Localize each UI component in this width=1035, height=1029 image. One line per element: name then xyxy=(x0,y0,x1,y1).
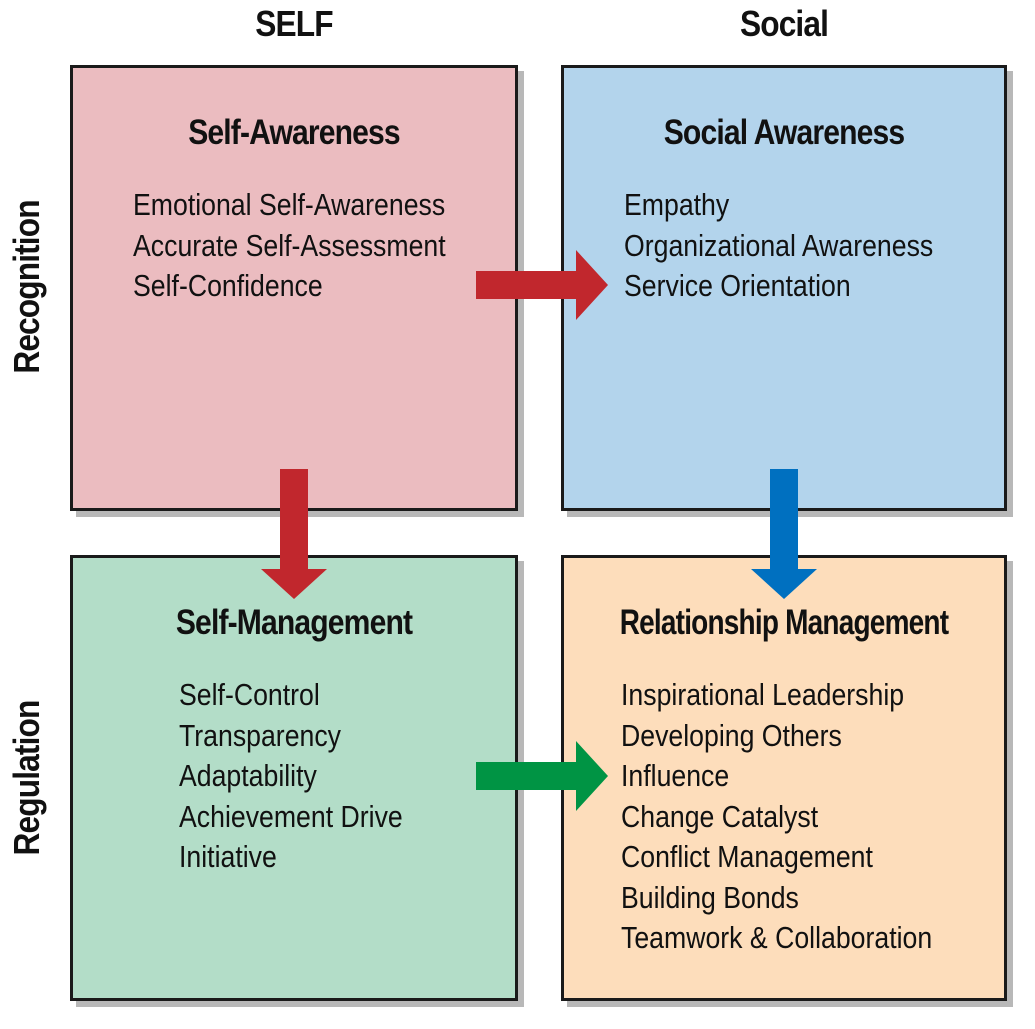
list-item: Organizational Awareness xyxy=(624,227,934,263)
quadrant-relationship-management: Relationship Management Inspirational Le… xyxy=(561,555,1007,1001)
list-item: Self-Control xyxy=(179,677,320,712)
list-item: Change Catalyst xyxy=(621,798,819,834)
competency-list: Inspirational Leadership Developing Othe… xyxy=(621,675,932,959)
list-item: Conflict Management xyxy=(621,839,873,874)
quadrant-self-management: Self-Management Self-Control Transparenc… xyxy=(70,555,518,1001)
list-item: Achievement Drive xyxy=(179,798,403,834)
quadrant-title: Self-Awareness xyxy=(188,113,400,152)
list-item: Teamwork & Collaboration xyxy=(621,920,933,955)
arrow-right-red-icon xyxy=(476,250,608,320)
quadrant-title: Self-Management xyxy=(175,603,413,642)
list-item: Self-Confidence xyxy=(133,268,323,303)
list-item: Service Orientation xyxy=(624,268,851,303)
competency-list: Empathy Organizational Awareness Service… xyxy=(624,185,933,307)
row-header-regulation: Regulation xyxy=(6,700,47,856)
quadrant-title: Relationship Management xyxy=(619,603,949,642)
list-item: Influence xyxy=(621,758,730,793)
quadrant-title: Social Awareness xyxy=(663,113,905,152)
column-header-social: Social xyxy=(739,3,829,44)
quadrant-self-awareness: Self-Awareness Emotional Self-Awareness … xyxy=(70,65,518,511)
list-item: Inspirational Leadership xyxy=(621,677,905,712)
competency-list: Emotional Self-Awareness Accurate Self-A… xyxy=(133,185,446,307)
list-item: Initiative xyxy=(179,839,277,874)
list-item: Accurate Self-Assessment xyxy=(133,227,446,263)
arrow-down-blue-icon xyxy=(751,469,817,599)
list-item: Emotional Self-Awareness xyxy=(133,187,446,222)
list-item: Building Bonds xyxy=(621,879,799,915)
arrow-right-green-icon xyxy=(476,741,608,811)
row-header-recognition: Recognition xyxy=(6,200,47,374)
list-item: Empathy xyxy=(624,187,730,222)
arrow-down-red-icon xyxy=(261,469,327,599)
quadrant-social-awareness: Social Awareness Empathy Organizational … xyxy=(561,65,1007,511)
column-header-self: SELF xyxy=(255,3,333,44)
competency-list: Self-Control Transparency Adaptability A… xyxy=(179,675,403,878)
list-item: Developing Others xyxy=(621,717,842,753)
list-item: Transparency xyxy=(179,717,342,753)
list-item: Adaptability xyxy=(179,758,317,793)
